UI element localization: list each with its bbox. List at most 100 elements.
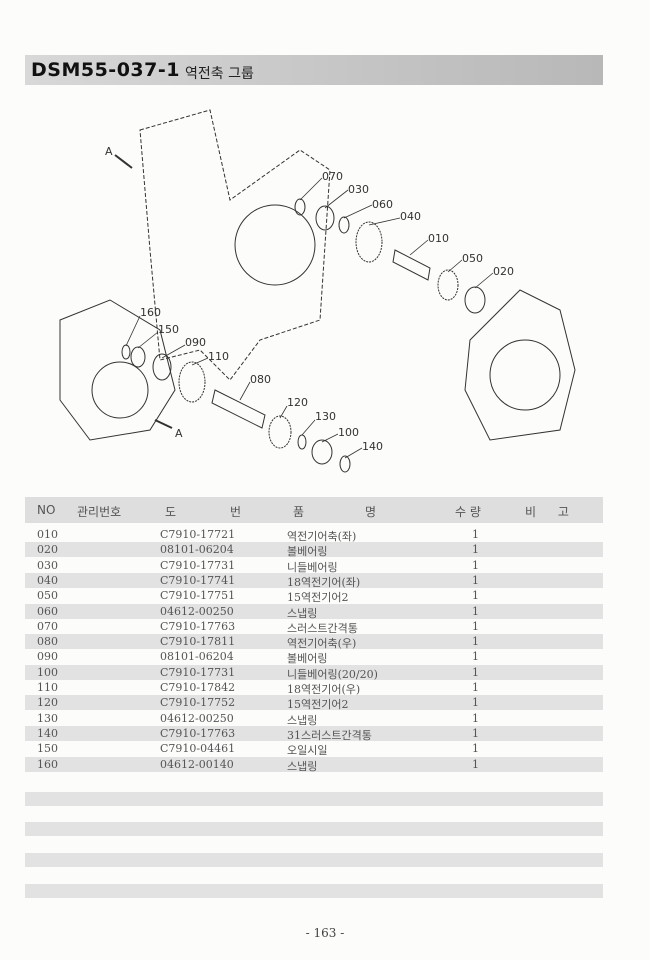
callout-050: 050 (462, 252, 483, 265)
callout-140: 140 (362, 440, 383, 453)
part-110 (178, 361, 206, 403)
cell-name: 스냅링 (287, 606, 318, 620)
table-row: 100 C7910-17731 니들베어링(20/20) 1 (25, 664, 603, 681)
cell-name: 스냅링 (287, 713, 318, 727)
case-bore (234, 204, 316, 286)
transmission-case-outline (139, 109, 331, 381)
callout-060: 060 (372, 198, 393, 211)
cell-qty: 1 (472, 589, 479, 603)
view-arrow-icon (114, 154, 133, 169)
table-row: 110 C7910-17842 18역전기어(우) 1 (25, 680, 603, 696)
cell-no: 050 (37, 589, 58, 603)
cell-no: 130 (37, 711, 58, 725)
cell-part: C7910-17721 (160, 528, 236, 541)
left-case-outline (59, 299, 176, 441)
cell-no: 100 (37, 665, 58, 679)
cell-qty: 1 (472, 619, 479, 633)
empty-row (25, 884, 603, 898)
cell-part: 04612-00250 (160, 711, 234, 725)
callout-150: 150 (158, 323, 179, 336)
cell-qty: 1 (472, 543, 479, 557)
table-header: NO 관리번호 도 번 품 명 수 량 비 고 (25, 497, 603, 523)
cell-no: 090 (37, 650, 58, 664)
cell-qty: 1 (472, 665, 479, 679)
col-no: NO (37, 503, 56, 517)
cell-name: 니들베어링 (287, 560, 338, 574)
section-code: DSM55-037-1 (31, 59, 180, 81)
callout-070: 070 (322, 170, 343, 183)
callout-020: 020 (493, 265, 514, 278)
cell-no: 110 (37, 681, 58, 694)
part-140 (339, 455, 351, 473)
callout-160: 160 (140, 306, 161, 319)
cell-part: 04612-00250 (160, 604, 234, 618)
cell-name: 스러스트간격통 (287, 621, 358, 635)
cell-no: 120 (37, 696, 58, 710)
col-qty: 수 량 (455, 505, 481, 519)
part-020 (464, 286, 486, 314)
cell-qty: 1 (472, 711, 479, 725)
view-arrow-icon (154, 419, 173, 429)
col-drawing-b: 번 (230, 505, 242, 519)
cell-part: C7910-17741 (160, 573, 236, 587)
cell-part: 04612-00140 (160, 757, 234, 771)
cell-qty: 1 (472, 726, 479, 740)
callout-120: 120 (287, 396, 308, 409)
cell-part: C7910-17763 (160, 726, 236, 740)
part-130 (297, 434, 307, 450)
empty-row (25, 792, 603, 806)
cell-qty: 1 (472, 528, 479, 541)
part-030 (315, 205, 335, 231)
cell-part: 08101-06204 (160, 650, 234, 664)
part-070 (294, 198, 306, 216)
cover-outline (464, 289, 576, 441)
part-120 (268, 415, 292, 449)
cell-name: 15역전기어2 (287, 698, 349, 712)
callout-130: 130 (315, 410, 336, 423)
cell-no: 070 (37, 619, 58, 633)
callout-090: 090 (185, 336, 206, 349)
cell-part: C7910-17763 (160, 619, 236, 633)
cell-qty: 1 (472, 681, 479, 694)
part-040 (355, 221, 383, 263)
cell-qty: 1 (472, 742, 479, 756)
section-name: 역전축 그룹 (185, 66, 254, 82)
cell-no: 140 (37, 726, 58, 740)
cell-name: 역전기어축(우) (287, 637, 357, 651)
cell-name: 볼베어링 (287, 545, 328, 559)
cell-part: C7910-17811 (160, 635, 236, 649)
cell-no: 010 (37, 528, 58, 541)
cell-qty: 1 (472, 558, 479, 572)
cell-name: 스냅링 (287, 759, 318, 773)
cell-part: C7910-17731 (160, 665, 236, 679)
section-header: DSM55-037-1 역전축 그룹 (25, 55, 603, 85)
cell-no: 030 (37, 558, 58, 572)
col-mgmt: 관리번호 (77, 505, 122, 519)
cell-no: 040 (37, 573, 58, 587)
exploded-parts-diagram: 070 030 060 040 010 050 020 160 150 090 … (59, 109, 576, 473)
part-080 (211, 389, 266, 429)
cell-name: 니들베어링(20/20) (287, 667, 378, 681)
cell-part: C7910-17842 (160, 681, 236, 694)
part-050 (437, 269, 459, 301)
cell-name: 18역전기어(우) (287, 683, 361, 696)
cell-qty: 1 (472, 757, 479, 771)
cell-qty: 1 (472, 696, 479, 710)
part-100 (311, 439, 333, 465)
cell-name: 역전기어축(좌) (287, 530, 357, 543)
page-number: - 163 - (305, 926, 345, 940)
part-090 (152, 353, 172, 381)
table-row: 010 C7910-17721 역전기어축(좌) 1 (25, 527, 603, 543)
part-160 (121, 344, 131, 360)
cell-part: C7910-17731 (160, 558, 236, 572)
